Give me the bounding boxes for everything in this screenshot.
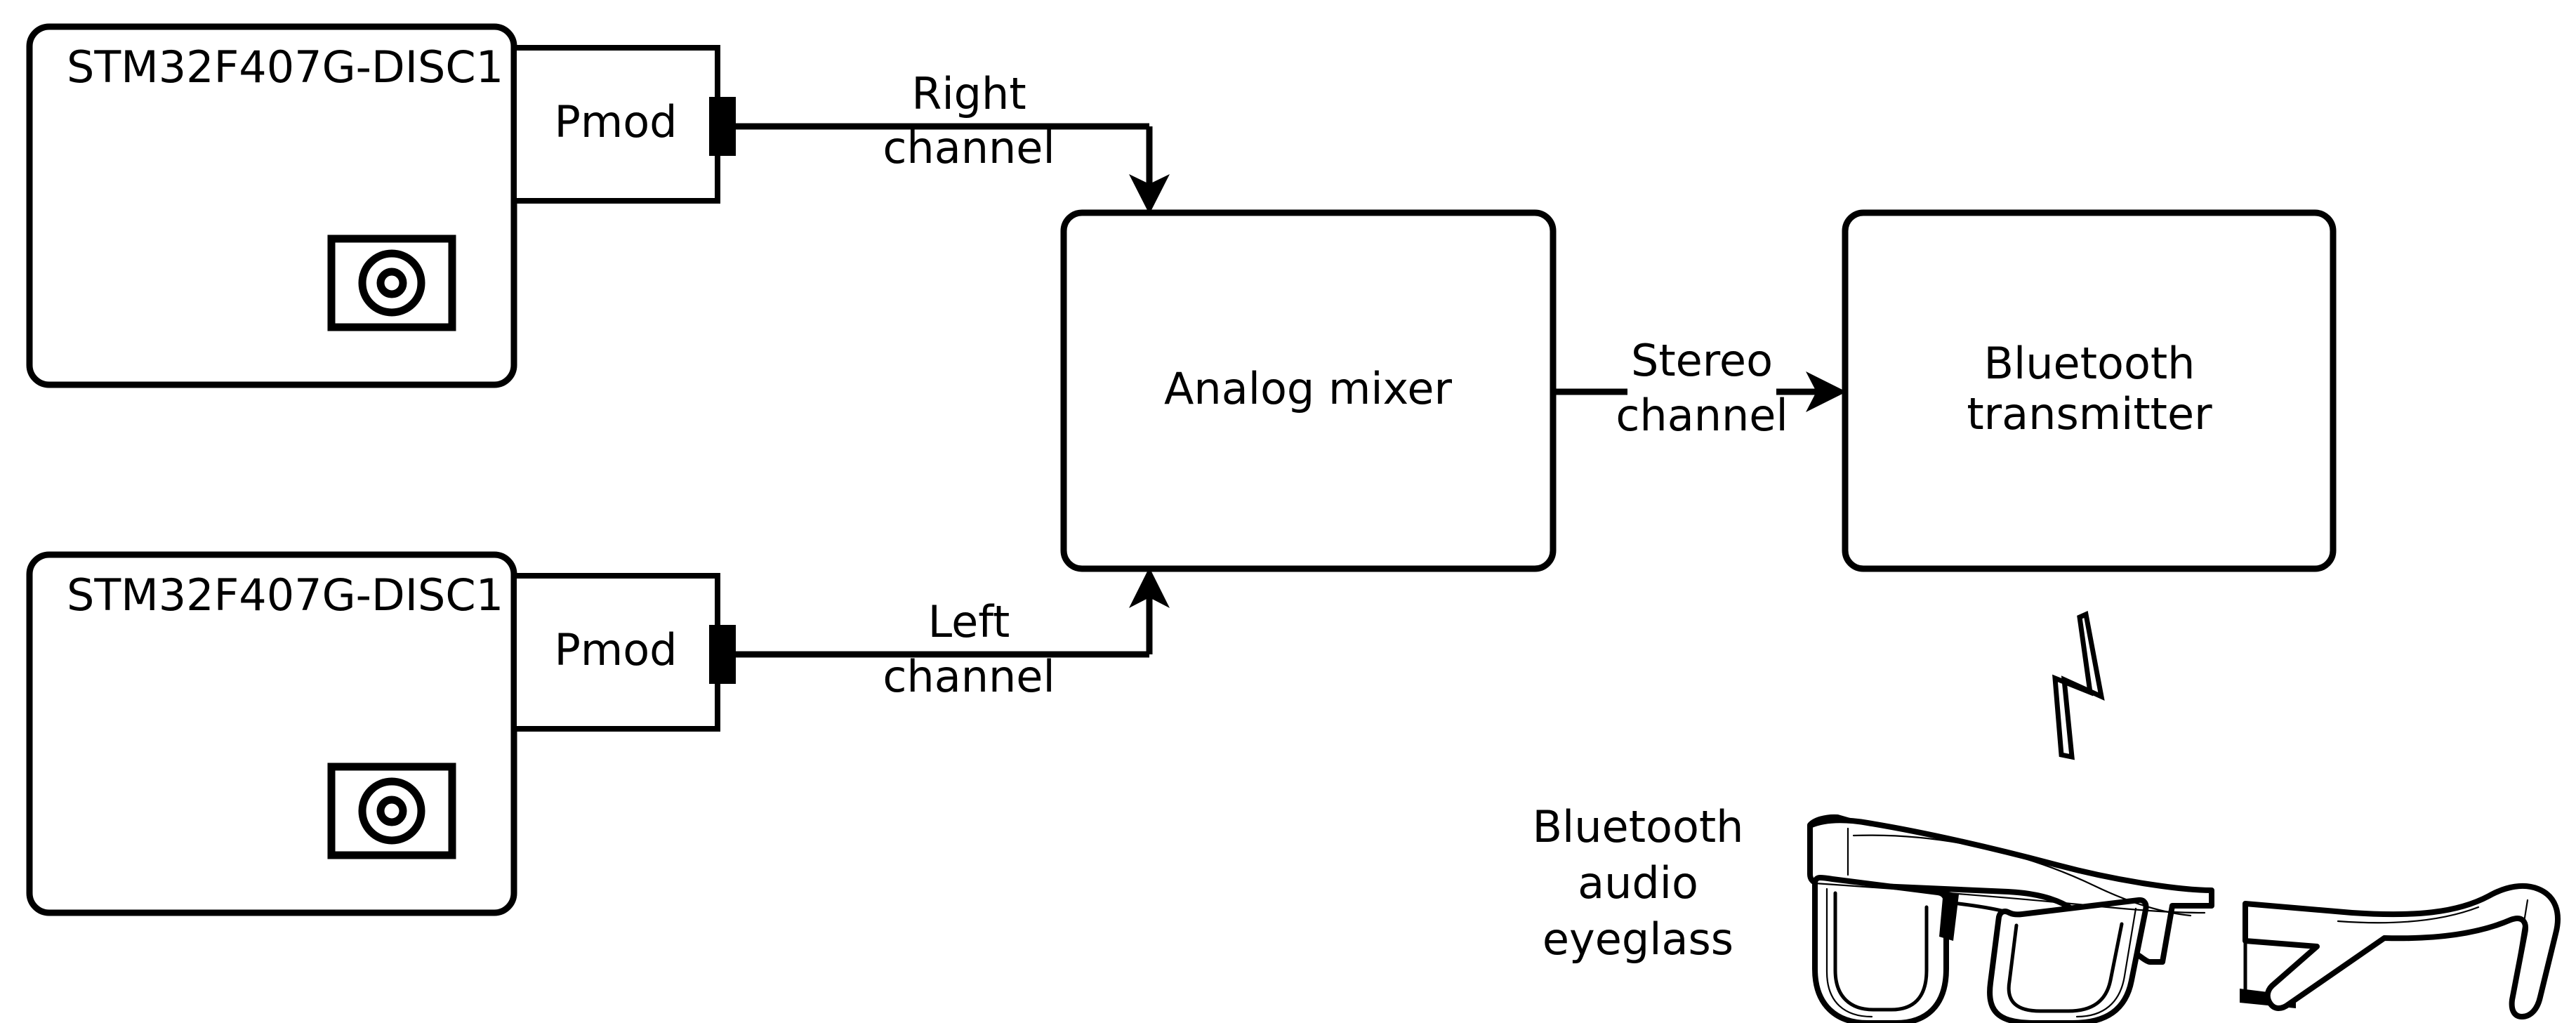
eyeglass-left-hinge-accent-icon: [1939, 890, 1959, 941]
board-bottom-pmod-body[interactable]: [511, 573, 720, 732]
eyeglass-label-group: Bluetooth audio eyeglass: [1533, 801, 1744, 965]
board-top-group[interactable]: STM32F407G-DISC1 Pmod: [26, 23, 736, 388]
eyeglass-temple-hairline: [2337, 906, 2480, 924]
bluetooth-audio-eyeglass-illustration: [1807, 814, 2561, 1023]
right-channel-arrow-icon: [1129, 174, 1170, 214]
stereo-channel-label-line1: Stereo: [1631, 335, 1773, 386]
analog-mixer-group[interactable]: Analog mixer: [1060, 209, 1557, 572]
board-top-audio-jack-icon: [327, 235, 456, 331]
eyeglass-label-line1: Bluetooth: [1533, 801, 1744, 852]
board-bottom-group[interactable]: STM32F407G-DISC1 Pmod: [26, 551, 736, 916]
eyeglass-left-lens-hairline: [1825, 887, 1873, 1018]
analog-mixer-label: Analog mixer: [1164, 363, 1452, 414]
board-bottom-pmod-label: Pmod: [554, 624, 677, 675]
eyeglass-left-lens-rim: [1812, 875, 1949, 1023]
eyeglass-right-temple-arm: [2243, 883, 2561, 1019]
left-channel-connection[interactable]: Left channel: [736, 567, 1170, 702]
right-channel-label-line1: Right: [911, 68, 1026, 119]
board-top-label: STM32F407G-DISC1: [67, 41, 503, 93]
board-top-pmod-connector-icon: [709, 97, 736, 156]
board-bottom-label: STM32F407G-DISC1: [67, 569, 503, 621]
left-channel-label-line2: channel: [883, 651, 1055, 702]
board-top-pmod-label: Pmod: [554, 96, 677, 147]
eyeglass-brow-hairline-3: [1852, 834, 2192, 917]
eyeglass-temple-hairline-2: [2514, 899, 2529, 980]
right-channel-connection[interactable]: Right channel: [736, 68, 1170, 214]
board-top-pmod-body[interactable]: [511, 45, 720, 204]
eyeglass-left-lens-inner: [1833, 891, 1929, 1012]
left-channel-arrow-icon: [1129, 567, 1170, 608]
wireless-link-connection: [2052, 611, 2105, 760]
left-channel-label-line1: Left: [928, 596, 1010, 647]
bluetooth-transmitter-group[interactable]: Bluetooth transmitter: [1842, 209, 2337, 572]
lightning-bolt-icon: [2052, 611, 2105, 760]
eyeglass-right-lens-hairline: [2075, 907, 2137, 1018]
bluetooth-transmitter-label-line2: transmitter: [1967, 388, 2212, 440]
stereo-channel-arrow-icon: [1806, 371, 1847, 412]
board-bottom-audio-jack-icon: [327, 763, 456, 859]
bluetooth-transmitter-body[interactable]: [1842, 209, 2337, 572]
stereo-channel-label-line2: channel: [1616, 390, 1788, 441]
right-channel-label-line2: channel: [883, 122, 1055, 173]
eyeglass-right-lens-inner: [2007, 922, 2124, 1013]
eyeglass-label-line3: eyeglass: [1543, 913, 1733, 965]
bluetooth-transmitter-label-line1: Bluetooth: [1984, 338, 2195, 389]
board-bottom-pmod-connector-icon: [709, 625, 736, 684]
eyeglass-label-line2: audio: [1578, 857, 1698, 909]
stereo-channel-connection[interactable]: Stereo channel: [1553, 335, 1847, 441]
